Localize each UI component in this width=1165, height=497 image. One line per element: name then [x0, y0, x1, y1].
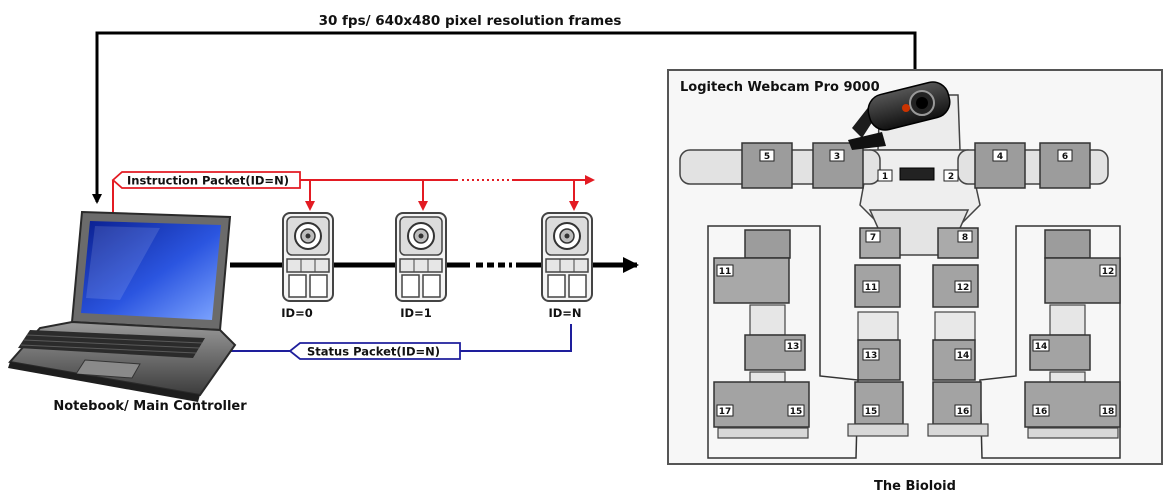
servo-badge-11-left: 11	[717, 265, 733, 277]
servo-unit-n	[542, 213, 592, 301]
svg-text:7: 7	[870, 233, 876, 243]
svg-text:11: 11	[719, 267, 732, 277]
servo-badge-18-right: 18	[1100, 405, 1116, 417]
servo-badge-11-center: 11	[863, 281, 879, 293]
servo-badge-15-left: 15	[788, 405, 804, 417]
svg-text:6: 6	[1062, 152, 1068, 162]
status-packet-label: Status Packet(ID=N)	[307, 345, 440, 359]
status-line-right	[460, 324, 571, 351]
webcam-label: Logitech Webcam Pro 9000	[680, 80, 880, 95]
servo-badge-13-center: 13	[863, 349, 879, 361]
servo-unit-0	[283, 213, 333, 301]
servo-badge-14-right: 14	[1033, 340, 1049, 352]
servo-badge-12-center: 12	[955, 281, 971, 293]
svg-text:12: 12	[957, 283, 970, 293]
instruction-packet-bus: Instruction Packet(ID=N)	[113, 172, 593, 214]
svg-text:13: 13	[787, 342, 800, 352]
frame-link-label: 30 fps/ 640x480 pixel resolution frames	[319, 13, 622, 29]
servo-badge-5: 5	[760, 150, 774, 162]
svg-text:13: 13	[865, 351, 878, 361]
servo-badge-12-right: 12	[1100, 265, 1116, 277]
bioloid-panel: Logitech Webcam Pro 9000	[668, 70, 1162, 464]
svg-text:8: 8	[962, 233, 968, 243]
svg-text:3: 3	[834, 152, 840, 162]
servo-badge-16-right: 16	[1033, 405, 1049, 417]
status-packet-bus: Status Packet(ID=N)	[200, 324, 571, 359]
svg-text:17: 17	[719, 407, 732, 417]
servo-badge-2: 2	[944, 170, 958, 182]
servo-id-label-n: ID=N	[548, 306, 581, 320]
svg-text:18: 18	[1102, 407, 1115, 417]
svg-text:5: 5	[764, 152, 770, 162]
servo-id-label-1: ID=1	[400, 306, 431, 320]
servo-badge-16-center: 16	[955, 405, 971, 417]
svg-text:16: 16	[957, 407, 970, 417]
servo-unit-1	[396, 213, 446, 301]
svg-text:12: 12	[1102, 267, 1115, 277]
laptop-icon	[8, 212, 235, 402]
svg-text:15: 15	[865, 407, 878, 417]
svg-text:2: 2	[948, 172, 954, 182]
servo-badge-8: 8	[958, 231, 972, 243]
servo-badge-15-center: 15	[863, 405, 879, 417]
servo-badge-4: 4	[993, 150, 1007, 162]
svg-text:14: 14	[957, 351, 970, 361]
servo-badge-1: 1	[878, 170, 892, 182]
robot-label: The Bioloid	[874, 479, 956, 494]
instruction-packet-label: Instruction Packet(ID=N)	[127, 174, 289, 188]
svg-text:15: 15	[790, 407, 803, 417]
svg-text:14: 14	[1035, 342, 1048, 352]
controller-label: Notebook/ Main Controller	[53, 399, 247, 414]
servo-badge-14-center: 14	[955, 349, 971, 361]
svg-text:16: 16	[1035, 407, 1048, 417]
servo-badge-17-left: 17	[717, 405, 733, 417]
servo-id-label-0: ID=0	[281, 306, 312, 320]
servo-badge-6: 6	[1058, 150, 1072, 162]
servo-badge-7: 7	[866, 231, 880, 243]
svg-text:1: 1	[882, 172, 888, 182]
servo-badge-13-left: 13	[785, 340, 801, 352]
svg-text:11: 11	[865, 283, 878, 293]
servo-badge-3: 3	[830, 150, 844, 162]
svg-text:4: 4	[997, 152, 1003, 162]
